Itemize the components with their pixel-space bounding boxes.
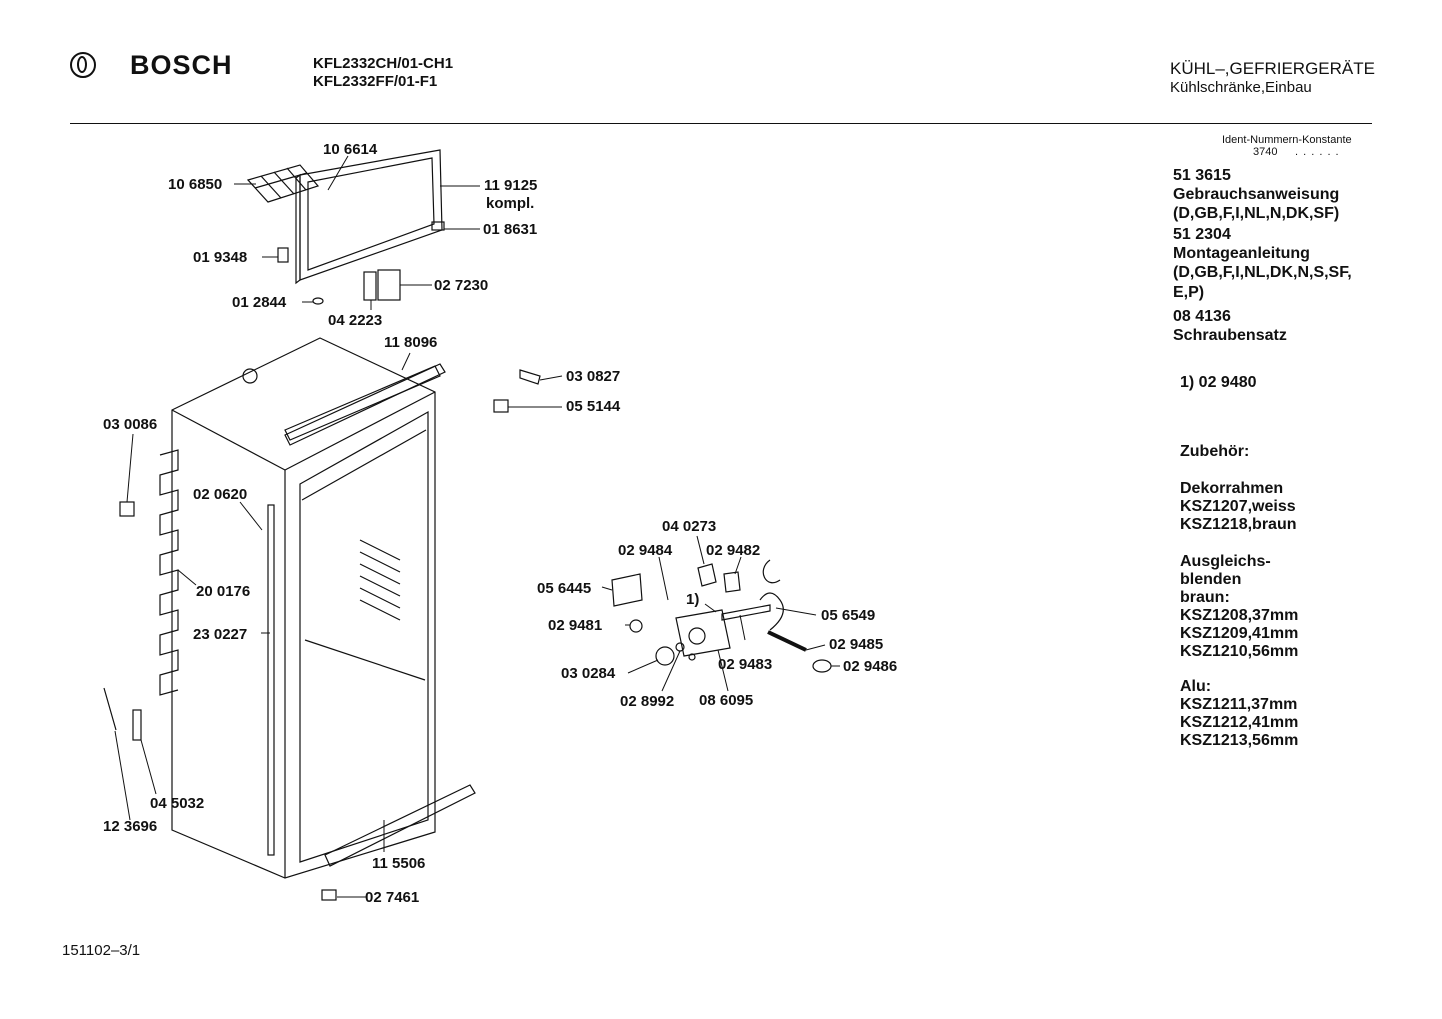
- info-line: Schraubensatz: [1173, 327, 1287, 344]
- freezer-door-part: [277, 149, 445, 285]
- part-label: 08 6095: [699, 692, 754, 709]
- info-line: E,P): [1173, 284, 1205, 301]
- ident-label: Ident-Nummern-Konstante: [1222, 134, 1352, 146]
- part-label: 04 2223: [328, 312, 383, 329]
- info-line: (D,GB,F,I,NL,N,DK,SF): [1173, 205, 1340, 222]
- part-label: 10 6614: [323, 141, 378, 158]
- accessory-line: Alu:: [1180, 678, 1212, 695]
- part-label: 02 9486: [843, 658, 898, 675]
- cabinet-body: [171, 337, 441, 879]
- part-label: 03 0827: [566, 368, 621, 385]
- sleeve-part: [132, 709, 142, 741]
- accessory-line: KSZ1210,56mm: [1180, 643, 1299, 660]
- part-label: 03 0086: [103, 416, 158, 433]
- clip-part: [119, 501, 135, 517]
- info-line: (D,GB,F,I,NL,DK,N,S,SF,: [1173, 264, 1352, 281]
- category-title: KÜHL–,GEFRIERGERÄTE: [1170, 59, 1375, 78]
- sensor-wire-part: [103, 687, 117, 731]
- part-label: kompl.: [486, 195, 535, 212]
- plug-part: [312, 297, 324, 305]
- bracket-part: [519, 369, 541, 385]
- part-label: 02 9484: [618, 542, 673, 559]
- part-label: 01 9348: [193, 249, 248, 266]
- accessory-line: KSZ1209,41mm: [1180, 625, 1299, 642]
- part-label: 02 9482: [706, 542, 761, 559]
- part-label: 02 8992: [620, 693, 675, 710]
- part-label: 11 9125: [484, 177, 538, 194]
- accessory-line: braun:: [1180, 589, 1230, 606]
- header-divider: [70, 123, 1372, 124]
- accessory-line: blenden: [1180, 571, 1242, 588]
- part-label: 01 8631: [483, 221, 538, 238]
- part-label: 05 6445: [537, 580, 592, 597]
- part-label: 05 5144: [566, 398, 621, 415]
- hinge-part: [363, 271, 377, 301]
- accessory-line: KSZ1213,56mm: [1180, 732, 1299, 749]
- part-label: 04 0273: [662, 518, 717, 535]
- bottom-rail-part: [324, 784, 476, 867]
- part-label: 04 5032: [150, 795, 205, 812]
- ident-dots: . . . . . .: [1295, 146, 1340, 158]
- part-label: 02 7461: [365, 889, 420, 906]
- part-label: 11 8096: [384, 334, 438, 351]
- info-line: 51 2304: [1173, 226, 1231, 243]
- condenser-coil-part: [159, 449, 179, 696]
- part-label: 02 7230: [434, 277, 489, 294]
- accessory-line: KSZ1207,weiss: [1180, 498, 1296, 515]
- part-label: 02 0620: [193, 486, 248, 503]
- accessory-line: Ausgleichs-: [1180, 553, 1271, 570]
- ice-tray-part: [246, 164, 320, 203]
- bosch-logo-icon: [70, 52, 96, 78]
- part-label: 1): [686, 591, 700, 608]
- accessory-line: KSZ1218,braun: [1180, 516, 1297, 533]
- part-label: 02 9483: [718, 656, 773, 673]
- accessory-line: KSZ1212,41mm: [1180, 714, 1299, 731]
- model-number-1: KFL2332CH/01-CH1: [313, 55, 454, 72]
- bracket-part: [493, 399, 509, 413]
- info-line: 51 3615: [1173, 167, 1231, 184]
- accessories-heading: Zubehör:: [1180, 443, 1250, 460]
- accessory-line: KSZ1211,37mm: [1180, 696, 1298, 713]
- door-rail-part: [284, 363, 446, 446]
- clip-part: [321, 889, 337, 901]
- part-label: 02 9481: [548, 617, 603, 634]
- part-label: 05 6549: [821, 607, 876, 624]
- brand-name: BOSCH: [130, 50, 233, 80]
- part-label: 10 6850: [168, 176, 223, 193]
- hinge-cover-part: [377, 269, 401, 301]
- info-line: 08 4136: [1173, 308, 1231, 325]
- info-line: Gebrauchsanweisung: [1173, 186, 1340, 203]
- footnote: 1) 02 9480: [1180, 374, 1257, 391]
- part-label: 23 0227: [193, 626, 248, 643]
- part-label: 02 9485: [829, 636, 884, 653]
- category-subtitle: Kühlschränke,Einbau: [1170, 79, 1312, 96]
- accessory-line: Dekorrahmen: [1180, 480, 1284, 497]
- part-label: 01 2844: [232, 294, 287, 311]
- part-label: 11 5506: [372, 855, 426, 872]
- info-line: Montageanleitung: [1173, 245, 1310, 262]
- thermostat-assembly: [611, 559, 832, 673]
- part-label: 12 3696: [103, 818, 158, 835]
- model-number-2: KFL2332FF/01-F1: [313, 73, 438, 90]
- leader-lines: [114, 155, 840, 898]
- part-label: 20 0176: [196, 583, 251, 600]
- ident-value: 3740: [1253, 146, 1278, 158]
- accessory-line: KSZ1208,37mm: [1180, 607, 1299, 624]
- drawing-number: 151102–3/1: [62, 942, 141, 959]
- part-label: 03 0284: [561, 665, 616, 682]
